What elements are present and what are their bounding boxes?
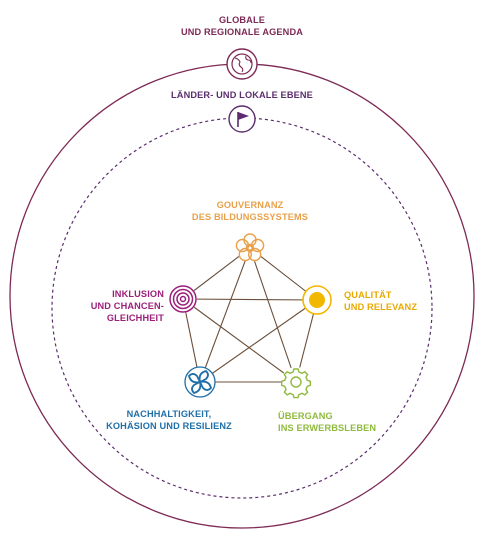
outer-ring-title: GLOBALE UND REGIONALE AGENDA	[142, 14, 342, 38]
outer-ring-title-line-1: GLOBALE	[219, 15, 265, 25]
transition-label-line-1: ÜBERGANG	[278, 411, 333, 421]
inner-ring-title-text: LÄNDER- UND LOKALE EBENE	[171, 90, 313, 100]
quality-label-line-2: UND RELEVANZ	[344, 302, 418, 312]
inclusion-label-line-2: UND CHANCEN-	[90, 301, 164, 311]
edge-qual-sust	[199, 299, 318, 383]
flower-icon	[235, 233, 265, 262]
sustainability-label-line-1: NACHHALTIGKEIT,	[126, 409, 212, 419]
edge-qual-incl	[182, 298, 318, 301]
quality-label-line-1: QUALITÄT	[344, 290, 392, 300]
sustainability-label: NACHHALTIGKEIT, KOHÄSION UND RESILIENZ	[84, 408, 254, 432]
edge-gov-trans	[249, 247, 297, 383]
sustainability-label-line-2: KOHÄSION UND RESILIENZ	[106, 421, 232, 431]
pinwheel-icon	[184, 366, 216, 398]
transition-label: ÜBERGANG INS ERWERBSLEBEN	[278, 410, 376, 434]
sun-circle-icon	[302, 285, 332, 315]
gear-icon	[281, 367, 311, 399]
network-edges	[182, 247, 318, 383]
edge-incl-gov	[182, 247, 251, 300]
flag-icon	[228, 105, 256, 133]
edge-incl-trans	[182, 298, 297, 383]
transition-label-line-2: INS ERWERBSLEBEN	[278, 423, 377, 433]
governance-label: GOUVERNANZ DES BILDUNGSSYSTEMS	[150, 199, 350, 223]
inner-ring-title: LÄNDER- UND LOKALE EBENE	[142, 89, 342, 101]
governance-label-line-1: GOUVERNANZ	[216, 200, 284, 210]
concentric-circles-icon	[169, 285, 197, 313]
inclusion-label-line-1: INKLUSION	[112, 289, 164, 299]
globe-icon	[226, 48, 258, 80]
inclusion-label-line-3: GLEICHHEIT	[106, 313, 164, 323]
outer-ring-title-line-2: UND REGIONALE AGENDA	[180, 27, 304, 37]
edge-gov-sust	[199, 247, 251, 383]
quality-label: QUALITÄT UND RELEVANZ	[344, 289, 417, 313]
governance-label-line-2: DES BILDUNGSSYSTEMS	[191, 212, 309, 222]
inclusion-label: INKLUSION UND CHANCEN- GLEICHHEIT	[64, 288, 164, 324]
